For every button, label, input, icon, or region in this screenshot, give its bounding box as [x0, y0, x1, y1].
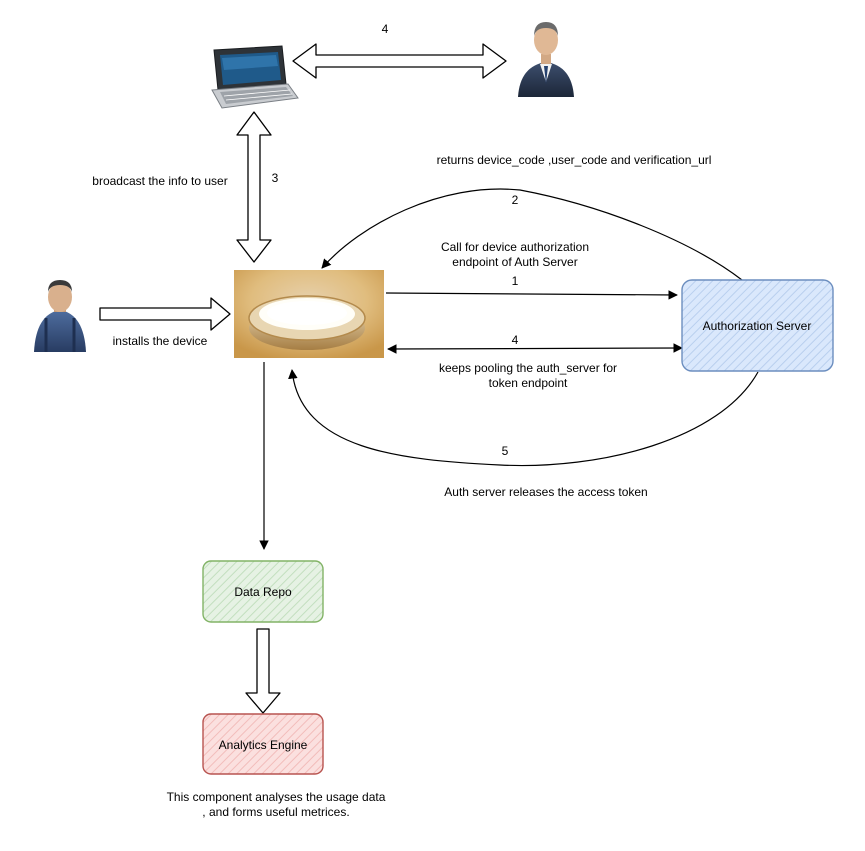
business-user-icon [518, 22, 574, 97]
analytics-description-line2: , and forms useful metrices. [202, 805, 349, 819]
installs-arrow [99, 297, 231, 331]
step-5-label: 5 [502, 444, 509, 458]
data-repo-node: Data Repo [202, 560, 324, 623]
arrow-1-device-to-auth [385, 290, 678, 300]
double-arrow-laptop-device [236, 111, 272, 263]
broadcast-label: broadcast the info to user [92, 174, 227, 188]
step-4-top-label: 4 [382, 22, 389, 36]
step-1-label: 1 [512, 274, 519, 288]
keeps-pooling-label-line2: token endpoint [489, 376, 568, 390]
authorization-server-label: Authorization Server [703, 319, 812, 333]
analytics-engine-node: Analytics Engine [202, 713, 324, 775]
keeps-pooling-label-line1: keeps pooling the auth_server for [439, 361, 617, 375]
laptop-icon [211, 45, 299, 109]
analytics-engine-label: Analytics Engine [219, 738, 308, 752]
smart-light-device-icon [234, 270, 384, 358]
step-4-mid-label: 4 [512, 333, 519, 347]
installer-icon [34, 280, 86, 352]
call-authorization-label-line1: Call for device authorization [441, 240, 589, 254]
authorization-server-node: Authorization Server [681, 279, 834, 372]
installs-label: installs the device [113, 334, 208, 348]
data-repo-label: Data Repo [234, 585, 292, 599]
arrow-2-returns-codes [321, 188, 743, 281]
arrow-5-access-token [288, 369, 759, 467]
releases-token-label: Auth server releases the access token [444, 485, 647, 499]
step-3-label: 3 [272, 171, 279, 185]
call-authorization-label-line2: endpoint of Auth Server [452, 255, 577, 269]
repo-to-analytics-arrow [245, 628, 281, 714]
step-2-label: 2 [512, 193, 519, 207]
double-arrow-laptop-user [292, 43, 507, 79]
analytics-description-line1: This component analyses the usage data [167, 790, 386, 804]
arrow-4-pooling [387, 343, 683, 354]
returns-codes-label: returns device_code ,user_code and verif… [437, 153, 712, 167]
